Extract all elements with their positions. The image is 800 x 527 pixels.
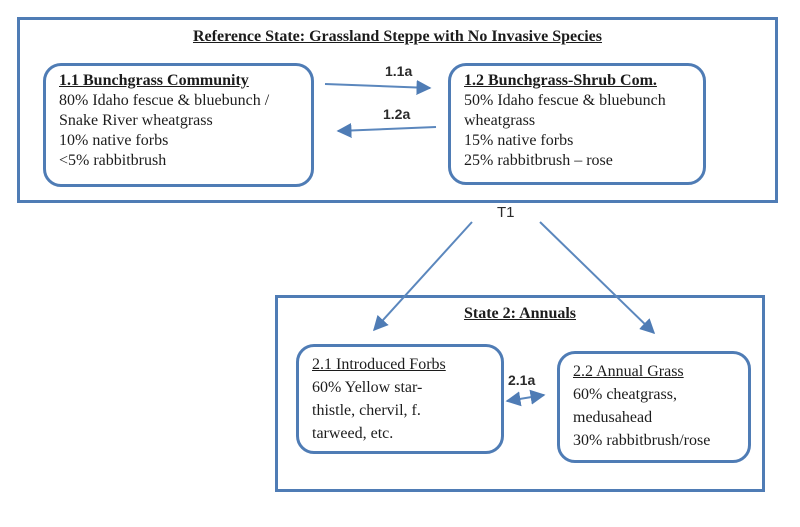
- box-2-1-line: 60% Yellow star-: [312, 379, 423, 396]
- transition-label-t1: T1: [497, 204, 515, 221]
- community-box-1-1: 1.1 Bunchgrass Community 80% Idaho fescu…: [43, 63, 314, 187]
- box-1-2-line: 15% native forbs: [464, 132, 574, 149]
- box-1-2-line: 50% Idaho fescue & bluebunch: [464, 92, 666, 109]
- box-1-2-line: 25% rabbitbrush – rose: [464, 152, 613, 169]
- reference-state-box: Reference State: Grassland Steppe with N…: [17, 17, 778, 203]
- box-1-1-line: 80% Idaho fescue & bluebunch /: [59, 92, 270, 109]
- box-2-1-line: tarweed, etc.: [312, 425, 394, 442]
- box-1-2-title: 1.2 Bunchgrass-Shrub Com.: [464, 72, 657, 89]
- box-1-2-line: wheatgrass: [464, 112, 536, 129]
- box-2-2-title: 2.2 Annual Grass: [573, 363, 684, 380]
- community-box-2-1: 2.1 Introduced Forbs 60% Yellow star- th…: [296, 344, 504, 454]
- state-2-box: State 2: Annuals 2.1 Introduced Forbs 60…: [275, 295, 765, 492]
- box-1-1-line: <5% rabbitbrush: [59, 152, 167, 169]
- transition-label-1-2a: 1.2a: [383, 106, 411, 122]
- community-box-1-2: 1.2 Bunchgrass-Shrub Com. 50% Idaho fesc…: [448, 63, 706, 185]
- box-2-2-line: medusahead: [573, 409, 653, 426]
- box-2-2-line: 60% cheatgrass,: [573, 386, 677, 403]
- state-2-title: State 2: Annuals: [463, 305, 577, 322]
- box-1-1-line: 10% native forbs: [59, 132, 169, 149]
- box-1-1-title: 1.1 Bunchgrass Community: [59, 72, 249, 89]
- box-1-1-line: Snake River wheatgrass: [59, 112, 213, 129]
- transition-label-2-1a: 2.1a: [508, 372, 536, 388]
- transition-label-1-1a: 1.1a: [385, 63, 413, 79]
- box-2-2-line: 30% rabbitbrush/rose: [573, 432, 711, 449]
- box-2-1-title: 2.1 Introduced Forbs: [312, 356, 446, 373]
- community-box-2-2: 2.2 Annual Grass 60% cheatgrass, medusah…: [557, 351, 751, 463]
- box-2-1-line: thistle, chervil, f.: [312, 402, 421, 419]
- reference-state-title: Reference State: Grassland Steppe with N…: [192, 28, 602, 45]
